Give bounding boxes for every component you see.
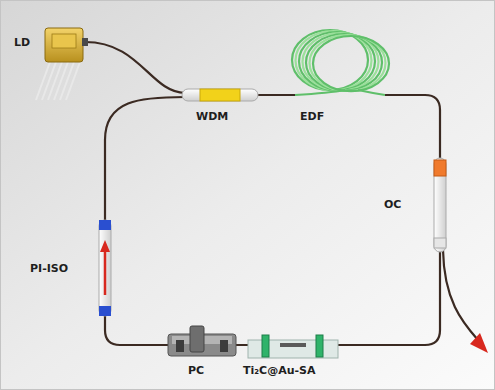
pin xyxy=(36,62,50,100)
component-label: LD xyxy=(14,36,30,50)
component-label: PI-ISO xyxy=(30,262,68,276)
coil-loop xyxy=(310,35,386,91)
coil-lead xyxy=(358,90,385,95)
sa-film xyxy=(280,343,306,347)
coil-loop xyxy=(313,36,389,91)
coil-loop xyxy=(306,34,382,91)
coil-lead xyxy=(295,90,345,95)
oc-end xyxy=(434,238,446,248)
edf-coil xyxy=(292,30,389,95)
pin xyxy=(54,62,68,100)
oc-cap xyxy=(434,160,446,176)
laser-diode xyxy=(36,28,88,100)
wdm-band xyxy=(200,89,240,101)
pin xyxy=(48,62,62,100)
output-coupler xyxy=(434,158,446,252)
isolator xyxy=(99,220,111,316)
iso-end xyxy=(99,306,111,316)
sa-clamp xyxy=(316,335,323,357)
pin xyxy=(42,62,56,100)
iso-arrowhead xyxy=(100,240,110,252)
iso-end xyxy=(99,220,111,230)
fiber xyxy=(385,95,440,160)
pc-clamp xyxy=(220,340,228,352)
iso-arrow xyxy=(104,250,107,295)
component-label: WDM xyxy=(196,110,228,124)
output-arrowhead xyxy=(470,333,488,353)
pc-clamp xyxy=(176,340,184,352)
wdm-coupler xyxy=(182,89,258,101)
component-label: Ti₂C@Au-SA xyxy=(243,364,316,378)
fiber xyxy=(255,94,295,96)
sa-clamp xyxy=(262,335,269,357)
pin xyxy=(60,62,74,100)
wdm-body xyxy=(182,89,258,101)
saturable-absorber xyxy=(248,335,338,358)
diode-lid xyxy=(52,34,76,48)
fiber xyxy=(443,250,478,340)
pc-paddle xyxy=(190,326,204,352)
component-label: EDF xyxy=(300,110,324,124)
fiber xyxy=(85,42,185,93)
component-label: OC xyxy=(384,198,401,212)
diode-package xyxy=(45,28,83,62)
fiber-pigtail xyxy=(82,38,88,46)
iso-body xyxy=(99,220,111,316)
fiber xyxy=(105,97,440,345)
polarization-controller xyxy=(168,326,236,356)
oc-body xyxy=(434,158,446,252)
optical-fiber xyxy=(85,42,478,345)
diode-pins xyxy=(36,62,80,100)
component-label: PC xyxy=(188,364,204,378)
pin xyxy=(66,62,80,100)
